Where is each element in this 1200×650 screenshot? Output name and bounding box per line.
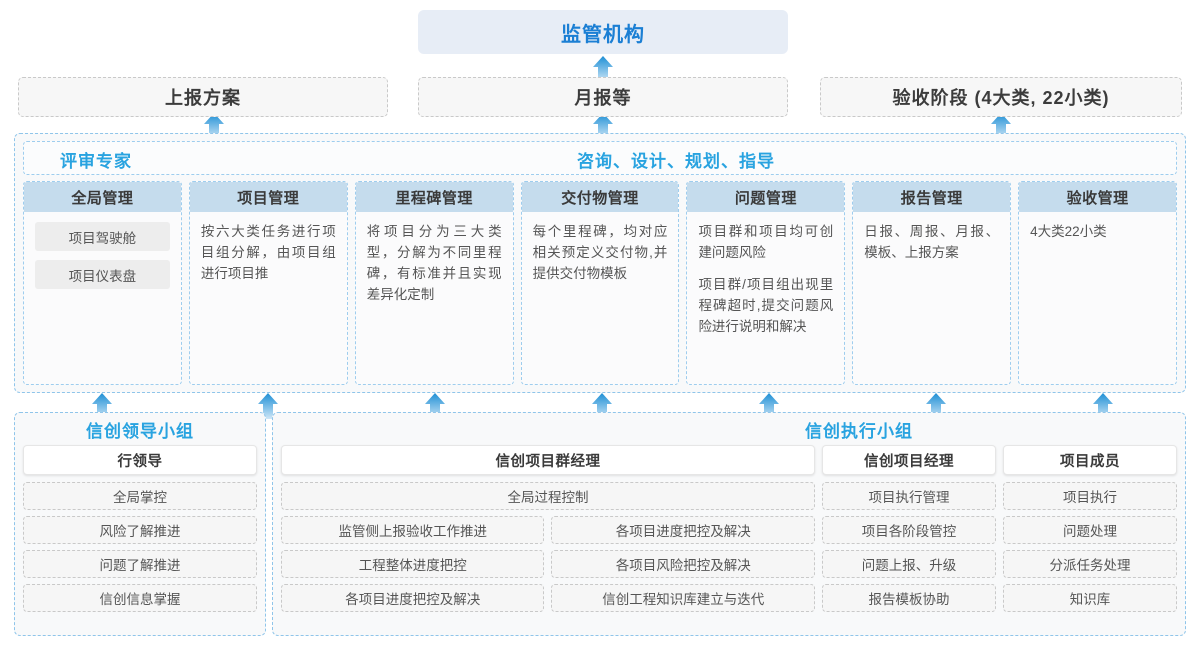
task-item[interactable]: 信创工程知识库建立与迭代 (551, 584, 815, 612)
leadership-group: 信创领导小组 行领导 全局掌控 风险了解推进 问题了解推进 信创信息掌握 (14, 412, 266, 636)
task-item[interactable]: 问题处理 (1002, 516, 1178, 544)
arrow-up-icon (990, 112, 1012, 140)
task-item[interactable]: 全局掌控 (23, 482, 257, 510)
task-item[interactable]: 信创信息掌握 (23, 584, 257, 612)
role-title[interactable]: 行领导 (23, 445, 257, 475)
program-manager-column: 信创项目群经理 全局过程控制 监管侧上报验收工作推进 各项目进度把控及解决 工程… (281, 445, 815, 631)
card-issue-management[interactable]: 问题管理 项目群和项目均可创建问题风险 项目群/项目组出现里程碑超时,提交问题风… (686, 181, 846, 385)
arrow-up-icon (203, 112, 225, 140)
card-paragraph: 项目群/项目组出现里程碑超时,提交问题风险进行说明和解决 (698, 276, 834, 334)
card-title: 交付物管理 (521, 182, 679, 212)
card-body: 日报、周报、月报、模板、上报方案 (853, 212, 1010, 384)
pill-item[interactable]: 项目仪表盘 (35, 260, 170, 289)
card-title: 全局管理 (24, 182, 181, 212)
card-body: 项目群和项目均可创建问题风险 项目群/项目组出现里程碑超时,提交问题风险进行说明… (687, 212, 844, 384)
card-milestone-management[interactable]: 里程碑管理 将项目分为三大类型，分解为不同里程碑，有标准并且实现差异化定制 (354, 181, 514, 385)
card-paragraph: 按六大类任务进行项目组分解，由项目组进行项目推 (200, 224, 336, 281)
task-item[interactable]: 风险了解推进 (23, 516, 257, 544)
card-paragraph: 4大类22小类 (1030, 224, 1107, 239)
card-title: 项目管理 (189, 182, 347, 212)
card-paragraph: 每个里程碑，均对应相关预定义交付物,并提供交付物模板 (532, 224, 668, 281)
report-box-acceptance: 验收阶段 (4大类, 22小类) (820, 77, 1182, 117)
project-manager-column: 信创项目经理 项目执行管理 项目各阶段管控 问题上报、升级 报告模板协助 (821, 445, 996, 631)
card-title: 问题管理 (687, 182, 845, 212)
card-paragraph: 将项目分为三大类型，分解为不同里程碑，有标准并且实现差异化定制 (366, 224, 502, 302)
middle-band: 评审专家 咨询、设计、规划、指导 全局管理 项目驾驶舱 项目仪表盘 项目管理 按… (14, 133, 1186, 393)
card-body: 项目驾驶舱 项目仪表盘 (24, 212, 181, 384)
task-row: 各项目进度把控及解决 信创工程知识库建立与迭代 (281, 584, 815, 618)
task-item[interactable]: 全局过程控制 (281, 482, 815, 510)
review-experts-label: 评审专家 (60, 152, 132, 171)
consulting-label: 咨询、设计、规划、指导 (577, 152, 775, 171)
task-item[interactable]: 问题了解推进 (23, 550, 257, 578)
card-global-management[interactable]: 全局管理 项目驾驶舱 项目仪表盘 (23, 181, 182, 385)
task-item[interactable]: 报告模板协助 (821, 584, 996, 612)
card-title: 里程碑管理 (355, 182, 513, 212)
card-paragraph: 日报、周报、月报、模板、上报方案 (864, 224, 1000, 260)
execution-group: 信创执行小组 信创项目群经理 全局过程控制 监管侧上报验收工作推进 各项目进度把… (272, 412, 1186, 636)
task-item[interactable]: 监管侧上报验收工作推进 (281, 516, 545, 544)
task-item[interactable]: 各项目风险把控及解决 (551, 550, 815, 578)
card-title: 验收管理 (1019, 182, 1177, 212)
card-report-management[interactable]: 报告管理 日报、周报、月报、模板、上报方案 (852, 181, 1012, 385)
pill-item[interactable]: 项目驾驶舱 (35, 222, 170, 251)
arrow-up-icon (592, 55, 614, 83)
leadership-column: 行领导 全局掌控 风险了解推进 问题了解推进 信创信息掌握 (23, 445, 257, 612)
card-body: 每个里程碑，均对应相关预定义交付物,并提供交付物模板 (522, 212, 679, 384)
card-body: 4大类22小类 (1019, 212, 1176, 384)
task-item[interactable]: 各项目进度把控及解决 (281, 584, 545, 612)
task-item[interactable]: 各项目进度把控及解决 (551, 516, 815, 544)
card-paragraph: 项目群和项目均可创建问题风险 (698, 224, 834, 260)
task-item[interactable]: 知识库 (1002, 584, 1178, 612)
regulator-box: 监管机构 (418, 10, 788, 54)
card-project-management[interactable]: 项目管理 按六大类任务进行项目组分解，由项目组进行项目推 (188, 181, 348, 385)
task-row: 工程整体进度把控 各项目风险把控及解决 (281, 550, 815, 584)
task-item[interactable]: 分派任务处理 (1002, 550, 1178, 578)
role-title[interactable]: 信创项目经理 (821, 445, 996, 475)
middle-band-header: 评审专家 咨询、设计、规划、指导 (23, 141, 1177, 175)
management-card-list: 全局管理 项目驾驶舱 项目仪表盘 项目管理 按六大类任务进行项目组分解，由项目组… (23, 181, 1178, 385)
execution-group-title: 信创执行小组 (805, 422, 913, 441)
task-item[interactable]: 项目执行 (1002, 482, 1178, 510)
card-body: 将项目分为三大类型，分解为不同里程碑，有标准并且实现差异化定制 (356, 212, 513, 384)
execution-columns: 信创项目群经理 全局过程控制 监管侧上报验收工作推进 各项目进度把控及解决 工程… (281, 445, 1178, 631)
card-body: 按六大类任务进行项目组分解，由项目组进行项目推 (190, 212, 347, 384)
role-title[interactable]: 信创项目群经理 (281, 445, 815, 475)
report-box-plan: 上报方案 (18, 77, 388, 117)
card-title: 报告管理 (853, 182, 1011, 212)
task-item[interactable]: 项目执行管理 (821, 482, 996, 510)
role-title[interactable]: 项目成员 (1002, 445, 1178, 475)
task-item[interactable]: 项目各阶段管控 (821, 516, 996, 544)
report-box-monthly: 月报等 (418, 77, 788, 117)
task-row: 监管侧上报验收工作推进 各项目进度把控及解决 (281, 516, 815, 550)
task-item[interactable]: 工程整体进度把控 (281, 550, 545, 578)
arrow-up-icon (592, 112, 614, 140)
task-item[interactable]: 问题上报、升级 (821, 550, 996, 578)
card-deliverable-management[interactable]: 交付物管理 每个里程碑，均对应相关预定义交付物,并提供交付物模板 (520, 181, 680, 385)
card-acceptance-management[interactable]: 验收管理 4大类22小类 (1018, 181, 1178, 385)
project-member-column: 项目成员 项目执行 问题处理 分派任务处理 知识库 (1002, 445, 1178, 631)
leadership-group-title: 信创领导小组 (86, 422, 194, 441)
